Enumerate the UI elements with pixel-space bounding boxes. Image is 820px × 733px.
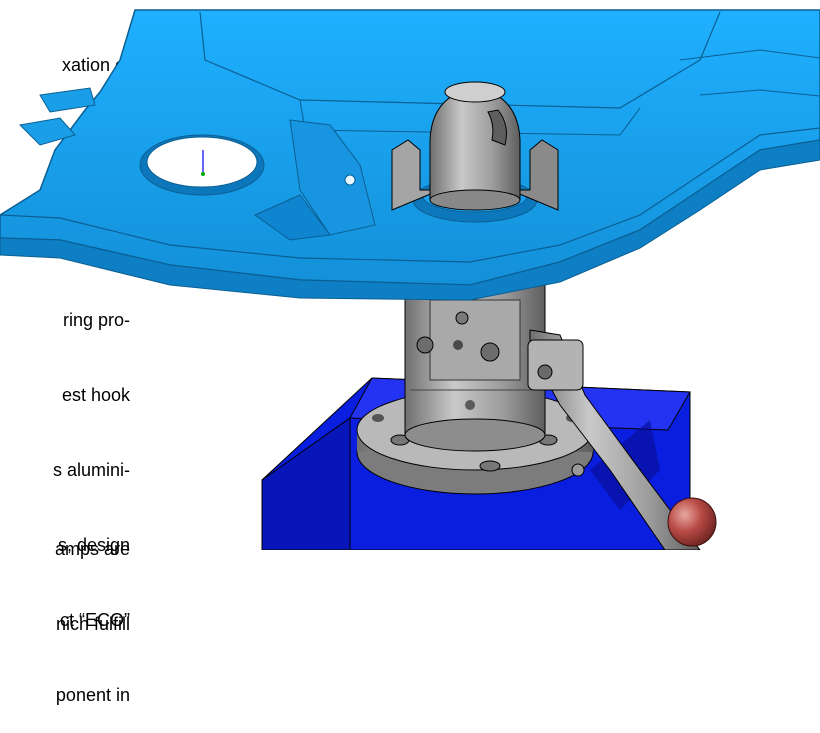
- panel-hole: [139, 134, 265, 196]
- text-line: ponent in: [55, 685, 130, 705]
- text-line: ring pro-: [62, 310, 130, 330]
- text-line: nich fulfill: [55, 614, 130, 634]
- cad-figure: [0, 9, 820, 550]
- handle-knob: [667, 497, 717, 547]
- locating-pin: [391, 81, 559, 223]
- clamp-arm: [527, 329, 701, 550]
- text-line: est hook: [61, 385, 130, 405]
- text-line: s alumini-: [52, 460, 130, 480]
